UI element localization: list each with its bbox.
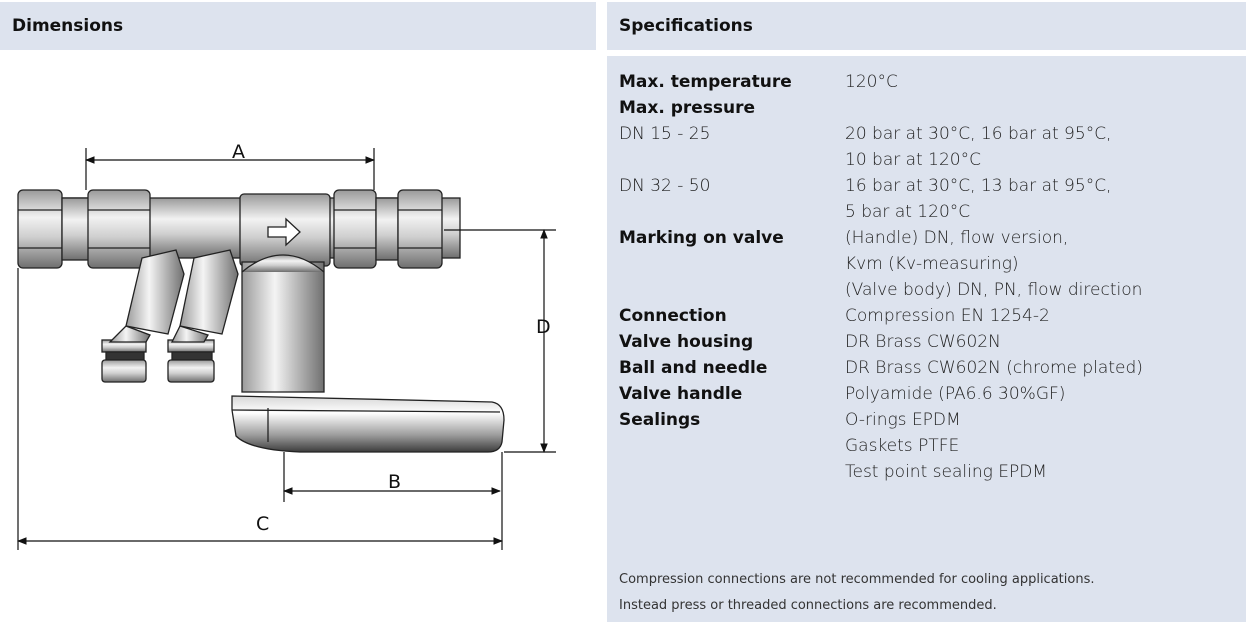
dimensions-title: Dimensions xyxy=(12,16,124,36)
spec-value-sealings-line1: O-rings EPDM xyxy=(845,410,961,430)
spec-label-sealings: Sealings xyxy=(619,410,701,430)
spec-value-sealings-line2: Gaskets PTFE xyxy=(845,436,960,456)
dimension-lines xyxy=(17,148,556,550)
spec-note-line1: Compression connections are not recommen… xyxy=(619,572,1095,587)
spec-label-valve-handle: Valve handle xyxy=(619,384,743,404)
dimensions-header: Dimensions xyxy=(0,2,596,50)
spec-label-marking-on-valve: Marking on valve xyxy=(619,228,784,248)
spec-value-connection: Compression EN 1254-2 xyxy=(845,306,1050,326)
spec-value-valve-handle: Polyamide (PA6.6 30%GF) xyxy=(845,384,1066,404)
specifications-header: Specifications xyxy=(607,2,1246,50)
valve-dimension-drawing: A D B C xyxy=(17,141,556,550)
specifications-panel: Max. temperature 120°C Max. pressure DN … xyxy=(607,56,1246,622)
spec-value-marking-line2: Kvm (Kv-measuring) xyxy=(845,254,1019,274)
spec-label-connection: Connection xyxy=(619,306,727,326)
spec-value-valve-housing: DR Brass CW602N xyxy=(845,332,1001,352)
dimension-label-a: A xyxy=(232,141,245,163)
spec-value-dn-15-25-line2: 10 bar at 120°C xyxy=(845,150,981,170)
dimension-label-c: C xyxy=(256,513,269,535)
spec-label-ball-and-needle: Ball and needle xyxy=(619,358,768,378)
spec-label-max-temperature: Max. temperature xyxy=(619,72,792,92)
valve-body xyxy=(17,189,505,453)
specifications-title: Specifications xyxy=(619,16,753,36)
spec-value-ball-and-needle: DR Brass CW602N (chrome plated) xyxy=(845,358,1143,378)
spec-label-dn-15-25: DN 15 - 25 xyxy=(619,124,711,144)
spec-value-dn-15-25-line1: 20 bar at 30°C, 16 bar at 95°C, xyxy=(845,124,1112,144)
dimension-label-d: D xyxy=(536,316,551,338)
dimension-label-b: B xyxy=(388,471,401,493)
spec-value-dn-32-50-line2: 5 bar at 120°C xyxy=(845,202,971,222)
spec-label-valve-housing: Valve housing xyxy=(619,332,754,352)
spec-note-line2: Instead press or threaded connections ar… xyxy=(619,598,997,613)
spec-value-dn-32-50-line1: 16 bar at 30°C, 13 bar at 95°C, xyxy=(845,176,1112,196)
spec-label-dn-32-50: DN 32 - 50 xyxy=(619,176,711,196)
spec-value-sealings-line3: Test point sealing EPDM xyxy=(845,462,1047,482)
spec-label-max-pressure: Max. pressure xyxy=(619,98,756,118)
spec-value-marking-line1: (Handle) DN, flow version, xyxy=(845,228,1069,248)
spec-value-marking-line3: (Valve body) DN, PN, flow direction xyxy=(845,280,1143,300)
spec-value-max-temperature: 120°C xyxy=(845,72,898,92)
